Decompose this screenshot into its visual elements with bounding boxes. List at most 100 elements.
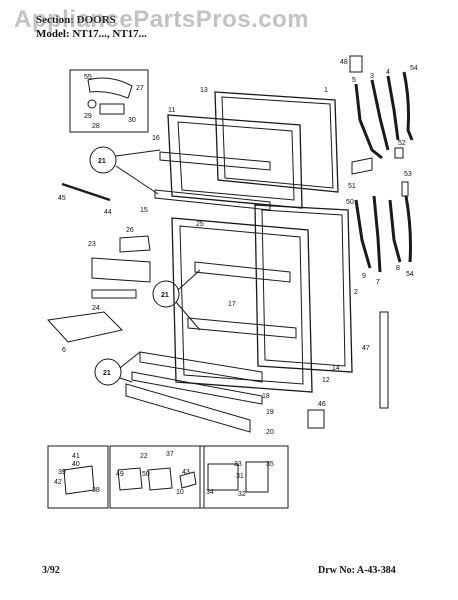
label-11: 11: [168, 107, 175, 114]
label-42: 42: [54, 479, 62, 486]
fresh-door-outer: [254, 204, 353, 373]
bracket-51: [351, 157, 373, 175]
fresh-door-liner: [171, 217, 313, 393]
label-39: 39: [58, 469, 66, 476]
label-54b: 54: [406, 271, 414, 278]
hinge-8: [388, 199, 402, 263]
dairy-part-24: [91, 289, 137, 299]
hinge-pin-3: [370, 79, 390, 151]
screw-part: [87, 99, 97, 109]
egg-tray-6: [46, 311, 123, 343]
part-43: [179, 471, 197, 489]
label-12: 12: [322, 377, 330, 384]
label-27: 27: [136, 85, 144, 92]
label-53: 53: [404, 171, 412, 178]
label-10: 10: [176, 489, 184, 496]
hinge-plate-33: [207, 463, 239, 491]
label-4: 4: [386, 69, 390, 76]
label-2: 2: [354, 289, 358, 296]
label-44: 44: [104, 209, 112, 216]
part-52: [394, 147, 404, 159]
label-45: 45: [58, 195, 66, 202]
label-20: 20: [266, 429, 274, 436]
fresh-liner-inner: [179, 225, 304, 385]
hinge-4: [386, 75, 400, 141]
footer-drawing-number: Drw No: A-43-384: [318, 565, 396, 576]
label-8: 8: [396, 265, 400, 272]
door-bar-18: [139, 351, 263, 383]
model-title: Model: NT17..., NT17...: [36, 28, 147, 40]
hinge-9: [354, 199, 372, 269]
clip-46: [307, 409, 325, 429]
label-7: 7: [376, 279, 380, 286]
label-22: 22: [140, 453, 148, 460]
label-55: 55: [84, 74, 92, 81]
label-52: 52: [398, 140, 406, 147]
label-16: 16: [152, 135, 160, 142]
hinge-7: [372, 195, 382, 273]
label-19: 19: [266, 409, 274, 416]
label-14: 14: [332, 365, 340, 372]
fresh-door-gasket: [261, 209, 346, 367]
callout-21-low: 21: [103, 370, 111, 377]
detail-box-2: [109, 445, 205, 509]
handle-54-upper: [402, 71, 414, 141]
hinge-block-39: [63, 465, 95, 495]
dairy-door-23: [91, 257, 151, 283]
label-35: 35: [266, 461, 274, 468]
label-13: 13: [200, 87, 208, 94]
label-51: 51: [348, 183, 356, 190]
hinge-plate: [99, 103, 125, 115]
part-53: [401, 181, 409, 197]
hinge-cover: [87, 77, 133, 99]
label-40: 40: [72, 461, 80, 468]
label-30: 30: [128, 117, 136, 124]
label-29: 29: [84, 113, 92, 120]
label-50: 50: [346, 199, 354, 206]
freezer-door-outer: [214, 91, 339, 193]
callout-lines-low: [119, 351, 141, 383]
label-33: 33: [234, 461, 242, 468]
watermark: AppliancePartsPros.com: [14, 6, 310, 33]
label-15: 15: [140, 207, 148, 214]
label-25: 25: [196, 221, 204, 228]
label-26: 26: [126, 227, 134, 234]
label-32: 32: [238, 491, 246, 498]
label-28: 28: [92, 123, 100, 130]
door-bar-20: [125, 383, 251, 433]
hinge-49: [117, 467, 143, 491]
trim-47: [379, 311, 389, 409]
label-43: 43: [182, 469, 190, 476]
label-17: 17: [228, 301, 236, 308]
label-46: 46: [318, 401, 326, 408]
hinge-bracket-5: [354, 83, 383, 160]
hinge-plate-35: [245, 461, 269, 493]
dairy-cover-26: [119, 235, 151, 253]
callout-lines-top: [115, 149, 161, 195]
callout-circle-mid: [152, 280, 180, 308]
detail-box-3: [199, 445, 289, 509]
fresh-shelf-17: [194, 261, 291, 283]
label-3: 3: [370, 73, 374, 80]
callout-circle-top: [89, 146, 117, 174]
detail-box-1: [47, 445, 109, 509]
hinge-cap-48: [349, 55, 363, 73]
label-54a: 54: [410, 65, 418, 72]
label-37: 37: [166, 451, 174, 458]
label-41: 41: [72, 453, 80, 460]
label-47: 47: [362, 345, 370, 352]
handle-54-lower: [404, 195, 412, 263]
freezer-door-liner: [167, 114, 303, 209]
label-48: 48: [340, 59, 348, 66]
hinge-50: [147, 467, 173, 491]
label-31: 31: [236, 473, 244, 480]
label-38: 38: [92, 487, 100, 494]
section-title: Section: DOORS: [36, 14, 116, 26]
freezer-door-gasket: [221, 96, 334, 189]
callout-lines-mid: [175, 269, 201, 331]
label-49: 49: [116, 471, 124, 478]
label-1: 1: [324, 87, 328, 94]
callout-circle-low: [94, 358, 122, 386]
